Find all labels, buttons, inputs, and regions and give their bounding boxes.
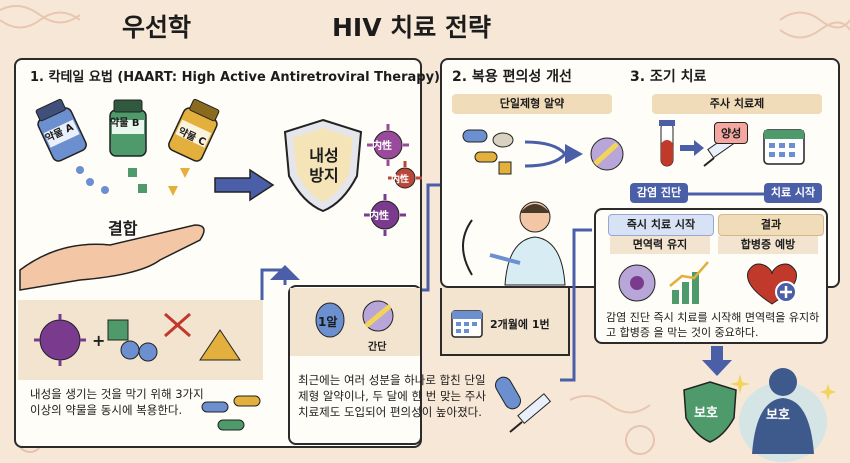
immune-cell-chart-icon [618,261,709,304]
injection-label: 주사 치료제 [652,94,822,114]
section2-title: 2. 복용 편의성 개선 [452,69,572,85]
immediate-start-tag: 즉시 치료 시작 [608,214,714,236]
protect-shield-icon [683,381,737,443]
drug-b-bottle-icon [109,99,147,157]
hand-icon [19,224,205,291]
virus-label-1: 内性 [372,141,392,152]
section3-description: 감염 진단 즉시 치료를 시작해 면역력을 유지하고 합병증 을 막는 것이 중… [606,311,820,339]
positive-badge: 양성 [714,122,749,144]
arrow-right-icon [680,140,704,156]
virus-icon [364,194,406,236]
pointer-tool-icon [462,219,473,276]
human-body-icon [739,368,827,462]
virus-icon [367,124,409,166]
start-label: 치료 시작 [764,183,822,203]
drug-b-label: 약물 B [110,118,140,129]
falling-pills-icon [76,166,190,196]
heart-icon [747,263,797,305]
page-title: HIV 치료 전략 [332,13,491,42]
result-tag: 결과 [718,214,824,236]
protect-shield-label: 보호 [694,406,718,421]
virus-combination-icon: + [34,312,241,366]
calendar-icon [451,310,483,338]
syringe-capsule-icon [495,376,552,433]
simple-label: 간단 [368,342,387,353]
combine-label: 결합 [108,219,138,238]
drug-c-bottle-icon [168,98,220,162]
combo-pill-icon [362,300,394,332]
section2-description: 최근에는 여러 성분을 하나로 합친 단일제형 알약이나, 두 달에 한 번 맞… [298,373,486,419]
svg-text:+: + [92,331,105,350]
virus-label-3: 内性 [369,211,389,222]
doctor-icon [489,201,566,286]
shield-icon [283,118,363,213]
one-pill-icon [315,302,345,338]
section1-description: 내성을 생기는 것을 막기 위해 3가지 이상의 약물을 동시에 복용한다. [30,387,204,417]
diagnosis-label: 감염 진단 [630,183,688,203]
drug-a-bottle-icon [35,98,87,162]
sparkle-icon [730,374,750,394]
arrow-down-icon [702,346,732,376]
pills-merge-icon [462,129,624,175]
interval-label: 2개월에 1번 [490,318,550,331]
blood-tube-icon [659,120,675,167]
prevent-label: 합병증 예방 [718,236,818,254]
one-pill-label: 1알 [318,315,338,329]
section1-title: 1. 칵테일 요법 (HAART: High Active Antiretrov… [30,70,441,85]
section2-mid-bg [290,288,420,356]
protect-body-label: 보호 [766,408,790,423]
virus-icon [388,161,422,189]
sparkle-icon [820,384,836,400]
subject-title: 우선학 [122,13,192,42]
immunity-label: 면역력 유지 [610,236,710,254]
arrow-right-icon [214,168,275,202]
section3-title: 3. 조기 치료 [630,69,707,85]
virus-label-2: 内性 [391,175,410,185]
shield-label: 내성 방지 [309,146,339,185]
capsules-icon [201,395,261,431]
single-pill-label: 단일제형 알약 [452,94,612,114]
calendar-icon [763,129,805,165]
